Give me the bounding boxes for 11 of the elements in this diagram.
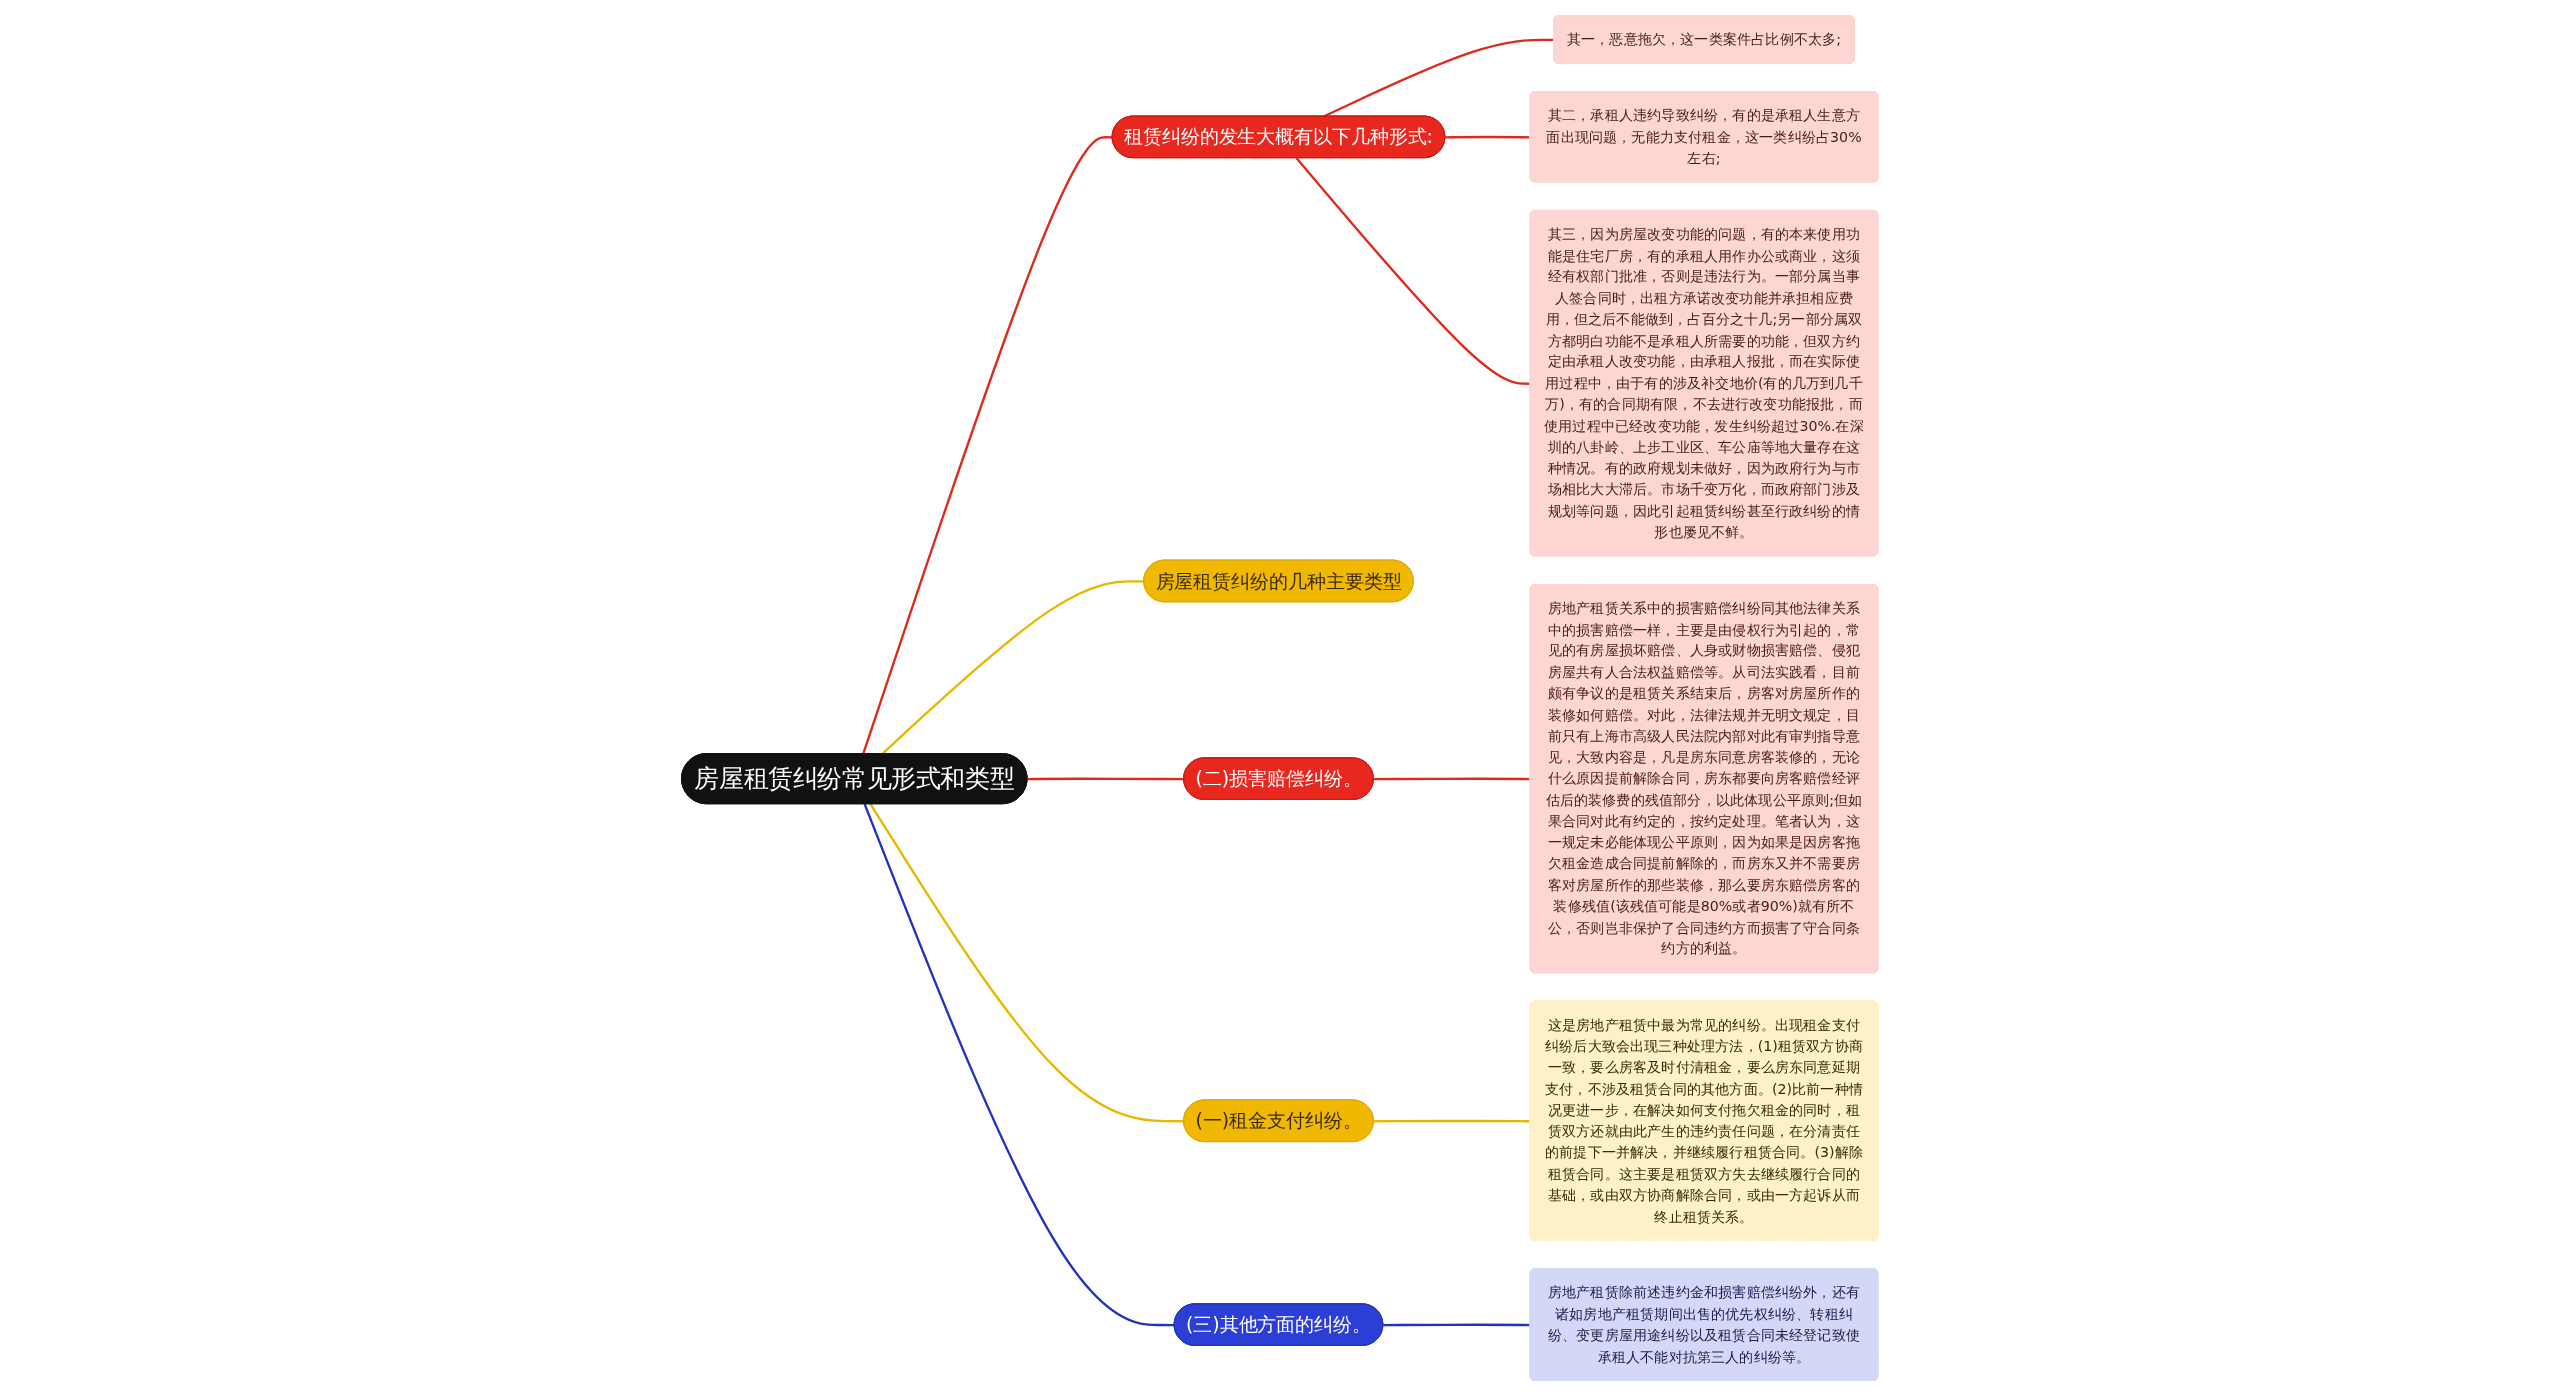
connector (863, 803, 1175, 1327)
connector (1374, 1119, 1531, 1123)
connector (1374, 777, 1531, 781)
connector (1027, 777, 1185, 781)
connector (869, 803, 1185, 1123)
connector (1445, 135, 1531, 139)
connector (1383, 1323, 1531, 1327)
connector (1295, 157, 1531, 385)
connector (862, 136, 1113, 755)
connector (1323, 38, 1555, 118)
connector (881, 580, 1145, 755)
